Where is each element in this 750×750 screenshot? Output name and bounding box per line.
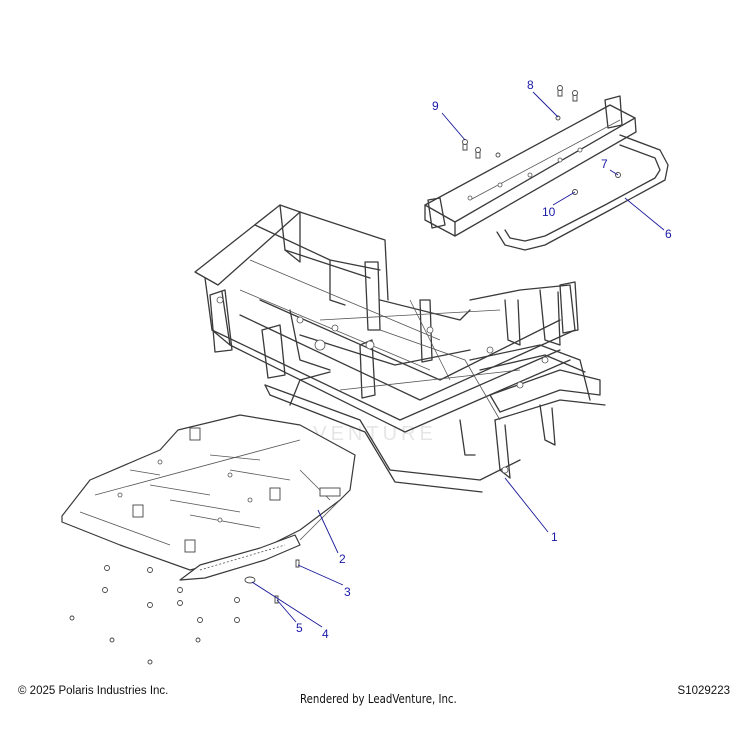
callout-9[interactable]: 9 — [432, 99, 439, 113]
callout-1[interactable]: 1 — [551, 530, 558, 544]
rear-rack-frame — [424, 95, 669, 251]
drawing-id: S1029223 — [677, 685, 730, 697]
callout-7[interactable]: 7 — [601, 157, 608, 171]
rendered-by-text: Rendered by LeadVenture, Inc. — [300, 692, 457, 706]
skid-plate — [61, 414, 356, 581]
callout-6[interactable]: 6 — [665, 227, 672, 241]
callout-10[interactable]: 10 — [542, 205, 556, 219]
callout-2[interactable]: 2 — [339, 552, 346, 566]
callout-leaders — [251, 91, 665, 628]
main-frame — [194, 204, 606, 493]
callout-labels: 1 2 3 4 5 6 7 8 9 10 — [296, 78, 672, 641]
callout-4[interactable]: 4 — [322, 627, 329, 641]
hardware — [69, 85, 621, 665]
copyright-text: © 2025 Polaris Industries Inc. — [18, 685, 169, 697]
callout-5[interactable]: 5 — [296, 621, 303, 635]
callout-3[interactable]: 3 — [344, 585, 351, 599]
callout-8[interactable]: 8 — [527, 78, 534, 92]
